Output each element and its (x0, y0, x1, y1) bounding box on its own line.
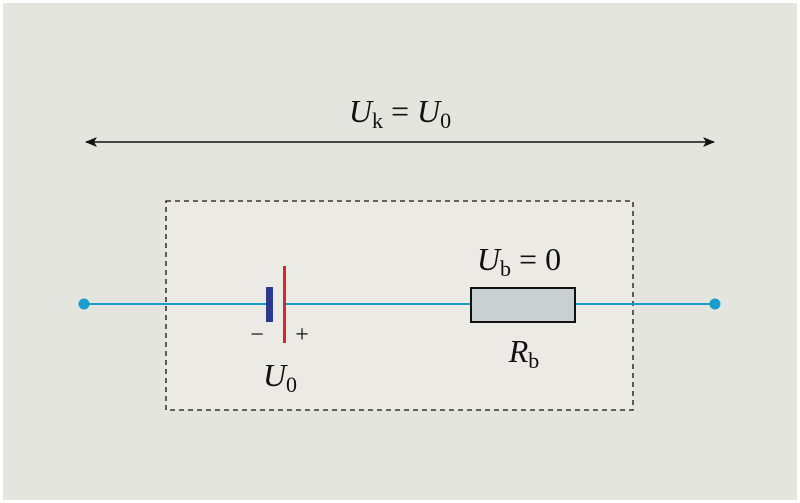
battery-plus-sign: + (295, 322, 309, 348)
voltage-span-subscript: k (372, 108, 383, 133)
voltage-span-relation: = (383, 93, 417, 129)
voltage-span-label: Uk = U0 (349, 93, 451, 133)
source-subscript: 0 (286, 372, 297, 397)
battery-icon (266, 266, 286, 343)
battery-negative-plate (266, 287, 273, 322)
resistor-name-subscript: b (528, 348, 539, 373)
source-label: U0 (263, 357, 297, 397)
resistor-voltage-symbol: U (477, 241, 502, 277)
resistor-name-label: Rb (508, 333, 540, 373)
terminal-dot-icon (78, 298, 90, 310)
voltage-span-symbol: U (349, 93, 374, 129)
source-enclosure-border (165, 200, 634, 411)
resistor-voltage-relation: = (511, 241, 545, 277)
resistor-voltage-subscript: b (500, 256, 511, 281)
source-symbol: U (263, 357, 288, 393)
voltage-span-rhs-subscript: 0 (440, 108, 451, 133)
resistor-voltage-label: Ub = 0 (477, 241, 561, 281)
battery-minus-sign: − (250, 322, 264, 348)
resistor-voltage-value: 0 (545, 241, 561, 277)
voltage-span-rhs-symbol: U (417, 93, 442, 129)
resistor-icon (470, 287, 576, 323)
resistor-name-symbol: R (508, 333, 529, 369)
terminal-dot-icon (709, 298, 721, 310)
battery-positive-plate (283, 266, 286, 343)
